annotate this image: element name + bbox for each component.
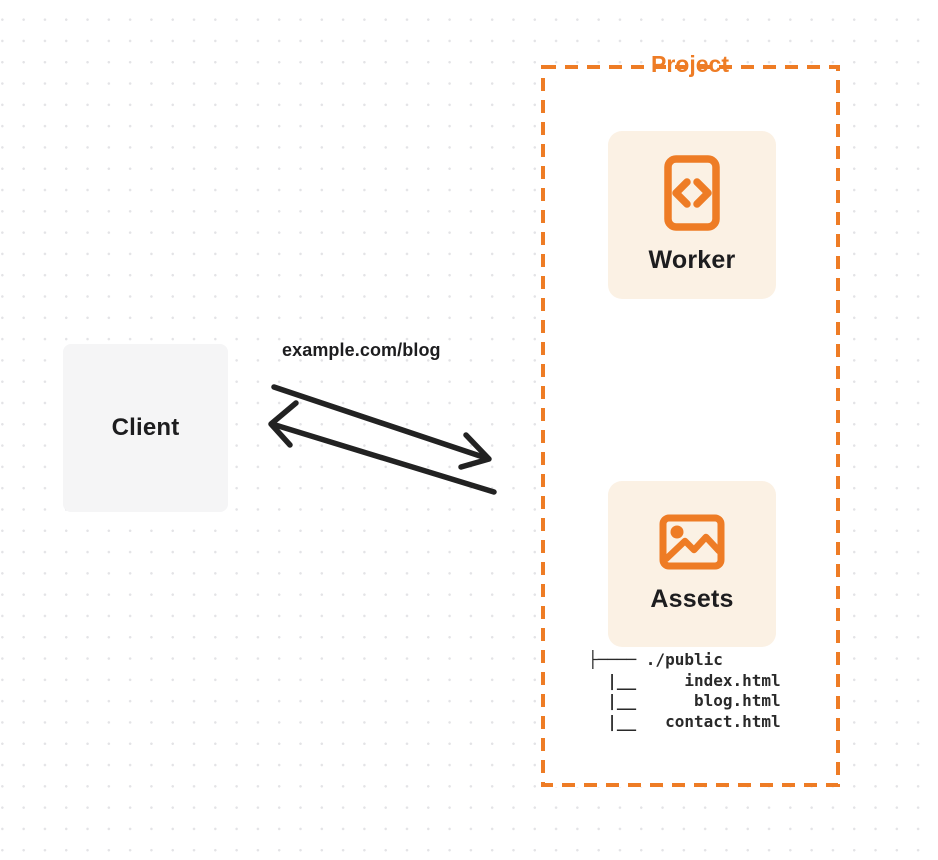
file-tree-line: |__ blog.html (588, 691, 781, 710)
client-node: Client (63, 344, 228, 512)
assets-label: Assets (650, 585, 734, 613)
file-tree-line: ├──── ./public (588, 650, 723, 669)
worker-label: Worker (648, 246, 736, 274)
file-tree: ├──── ./public |__ index.html |__ blog.h… (588, 650, 781, 732)
project-label: Project (541, 51, 839, 78)
request-arrow (271, 384, 492, 470)
request-url-label: example.com/blog (282, 340, 441, 360)
worker-node: Worker (608, 131, 776, 299)
assets-node: Assets (608, 481, 776, 647)
code-file-icon (664, 155, 720, 231)
response-arrow (268, 400, 497, 495)
file-tree-line: |__ index.html (588, 670, 781, 690)
image-icon (659, 514, 725, 570)
client-label: Client (111, 414, 180, 441)
project-container: Project Worker Assets ├──── ./public |__… (541, 51, 839, 787)
file-tree-line: |__ contact.html (588, 711, 781, 731)
